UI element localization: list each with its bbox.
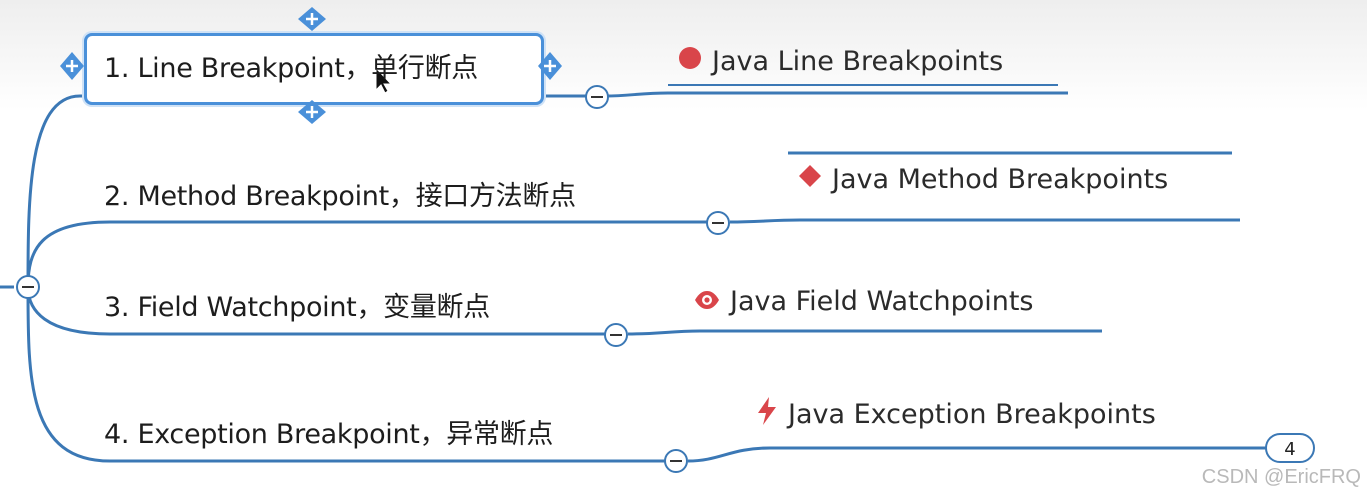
red-diamond-icon xyxy=(798,164,822,196)
collapse-button-4[interactable] xyxy=(664,449,688,473)
sub-node-3[interactable]: Java Field Watchpoints xyxy=(694,286,1034,318)
add-left-handle[interactable] xyxy=(60,52,84,80)
sub-node-1-label: Java Line Breakpoints xyxy=(712,46,1004,77)
sub-node-1[interactable]: Java Line Breakpoints xyxy=(678,46,1003,78)
mouse-cursor-icon xyxy=(375,66,393,94)
sub-branch-4-line xyxy=(687,446,1268,463)
root-collapse-button[interactable] xyxy=(16,275,40,299)
sub-node-4[interactable]: Java Exception Breakpoints xyxy=(756,397,1156,433)
collapse-button-3[interactable] xyxy=(604,323,628,347)
add-right-handle[interactable] xyxy=(538,52,562,80)
add-bottom-handle[interactable] xyxy=(298,100,326,124)
red-circle-icon xyxy=(678,46,702,78)
sub-node-3-label: Java Field Watchpoints xyxy=(730,286,1034,317)
add-top-handle[interactable] xyxy=(298,7,326,31)
sub-node-2-label: Java Method Breakpoints xyxy=(832,164,1169,195)
branch-2-curve xyxy=(26,220,710,288)
eye-icon xyxy=(694,286,720,318)
branch-1-curve xyxy=(26,94,590,288)
sub-node-2[interactable]: Java Method Breakpoints xyxy=(798,164,1168,196)
sub-branch-3-line xyxy=(627,329,1102,336)
collapsed-count-text: 4 xyxy=(1284,439,1295,460)
sub-branch-2-line xyxy=(729,218,1240,224)
node-4-label[interactable]: 4. Exception Breakpoint，异常断点 xyxy=(104,419,554,450)
node-2-label[interactable]: 2. Method Breakpoint，接口方法断点 xyxy=(104,181,576,212)
watermark: CSDN @EricFRQ xyxy=(1201,466,1361,488)
sub-branch-1-line xyxy=(604,91,1068,98)
collapsed-count-badge[interactable]: 4 xyxy=(1265,433,1315,463)
collapse-button-1[interactable] xyxy=(585,85,609,109)
lightning-icon xyxy=(756,397,778,433)
node-3-label[interactable]: 3. Field Watchpoint，变量断点 xyxy=(104,292,490,323)
collapse-button-2[interactable] xyxy=(706,211,730,235)
node-1-label[interactable]: 1. Line Breakpoint，单行断点 xyxy=(104,53,478,84)
sub-node-4-label: Java Exception Breakpoints xyxy=(788,399,1156,430)
branch-4-curve xyxy=(26,286,668,463)
